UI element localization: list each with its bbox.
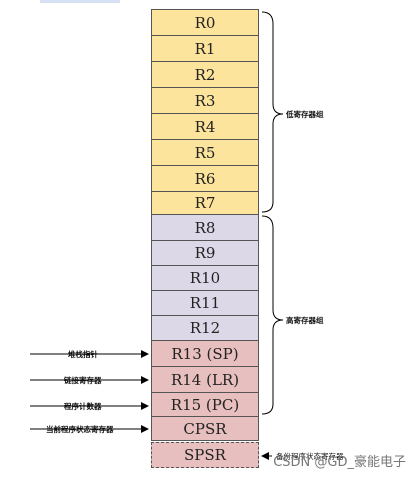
register-r4: R4 [151, 113, 259, 140]
register-r13-sp: R13 (SP) [151, 340, 259, 367]
register-r7: R7 [151, 191, 259, 215]
low-group-brace [261, 11, 284, 213]
register-r12: R12 [151, 315, 259, 341]
spsr-label: 备份程序状态寄存器 [276, 452, 344, 461]
top-decoration-line [40, 0, 120, 3]
register-r15-pc: R15 (PC) [151, 392, 259, 417]
register-cpsr: CPSR [151, 416, 259, 441]
register-r2: R2 [151, 61, 259, 88]
cpsr-label: 当前程序状态寄存器 [46, 425, 114, 434]
watermark: CSDN @GD_豪能电子 [273, 455, 406, 470]
register-r5: R5 [151, 139, 259, 166]
register-spsr: SPSR [151, 442, 259, 468]
low-group-label: 低寄存器组 [286, 110, 324, 119]
register-r3: R3 [151, 87, 259, 114]
register-r9: R9 [151, 240, 259, 266]
lr-label: 链接寄存器 [64, 376, 102, 385]
register-r0: R0 [151, 9, 259, 36]
high-group-brace [261, 215, 284, 415]
register-r6: R6 [151, 165, 259, 192]
sp-label: 堆栈指针 [68, 350, 98, 359]
high-group-label: 高寄存器组 [286, 316, 324, 325]
pc-label: 程序计数器 [64, 402, 102, 411]
